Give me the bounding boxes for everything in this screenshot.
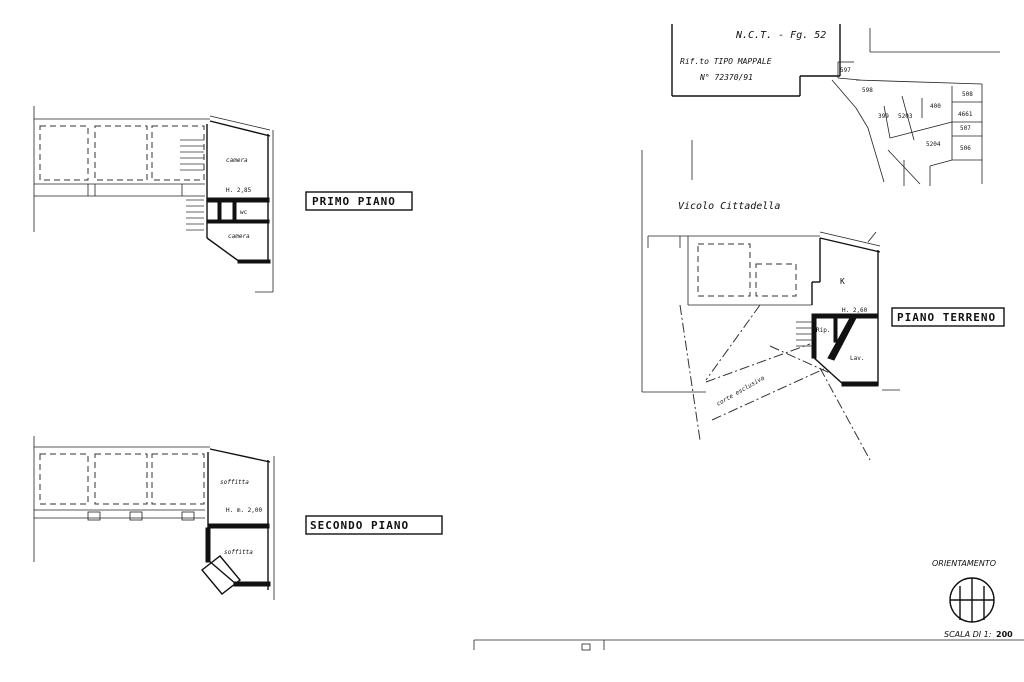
- parcel-label: 598: [862, 87, 873, 94]
- room-label-lav: Lav.: [850, 355, 864, 362]
- room-label-camera: camera: [226, 157, 248, 164]
- room-label-camera-2: camera: [228, 233, 250, 240]
- room-label-rip: Rip.: [816, 327, 830, 334]
- secondo-piano-title-box: [305, 515, 443, 535]
- piano-terreno-title-box: [891, 307, 1005, 327]
- room-label-kitchen: K: [840, 277, 845, 286]
- secondo-piano-plan: [33, 436, 275, 600]
- parcel-label: 508: [962, 91, 973, 98]
- room-label-soffitta: soffitta: [220, 479, 249, 486]
- height-label: H. 2,60: [842, 307, 868, 314]
- street-name: Vicolo Cittadella: [678, 201, 780, 212]
- scale-prefix: SCALA DI 1:: [944, 630, 992, 639]
- scale-value: 200: [996, 630, 1013, 639]
- parcel-label: 4661: [958, 111, 973, 118]
- parcel-label: 5203: [898, 113, 913, 120]
- courtyard-label: corte esclusiva: [716, 374, 767, 407]
- height-label: H. 2,85: [226, 187, 252, 194]
- parcel-label: 507: [960, 125, 971, 132]
- height-label: H. m. 2,00: [226, 507, 263, 514]
- piano-terreno-plan: [641, 140, 900, 461]
- cadastral-reference-box: [671, 24, 841, 97]
- secondo-piano-title: SECONDO PIANO: [310, 519, 409, 532]
- primo-piano-title: PRIMO PIANO: [312, 195, 396, 208]
- piano-terreno-title: PIANO TERRENO: [897, 311, 996, 324]
- title-block-strip: [473, 639, 1024, 651]
- orientation-label: ORIENTAMENTO: [932, 559, 996, 568]
- north-arrow-icon: [949, 577, 995, 623]
- cadastral-line-2: Rif.to TIPO MAPPALE: [680, 57, 772, 66]
- parcel-map-sketch: [831, 28, 1000, 186]
- primo-piano-title-box: [305, 191, 413, 211]
- parcel-label: 597: [840, 67, 851, 74]
- primo-piano-plan: [33, 106, 274, 293]
- parcel-label: 506: [960, 145, 971, 152]
- cadastral-line-1: N.C.T. - Fg. 52: [735, 30, 826, 41]
- parcel-label: 5204: [926, 141, 941, 148]
- parcel-label: 400: [930, 103, 941, 110]
- room-label-soffitta-2: soffitta: [224, 549, 253, 556]
- room-label-wc: wc: [240, 209, 248, 216]
- cadastral-line-3: N° 72370/91: [699, 73, 753, 82]
- room-label-wc: wc: [836, 340, 844, 347]
- parcel-label: 399: [878, 113, 889, 120]
